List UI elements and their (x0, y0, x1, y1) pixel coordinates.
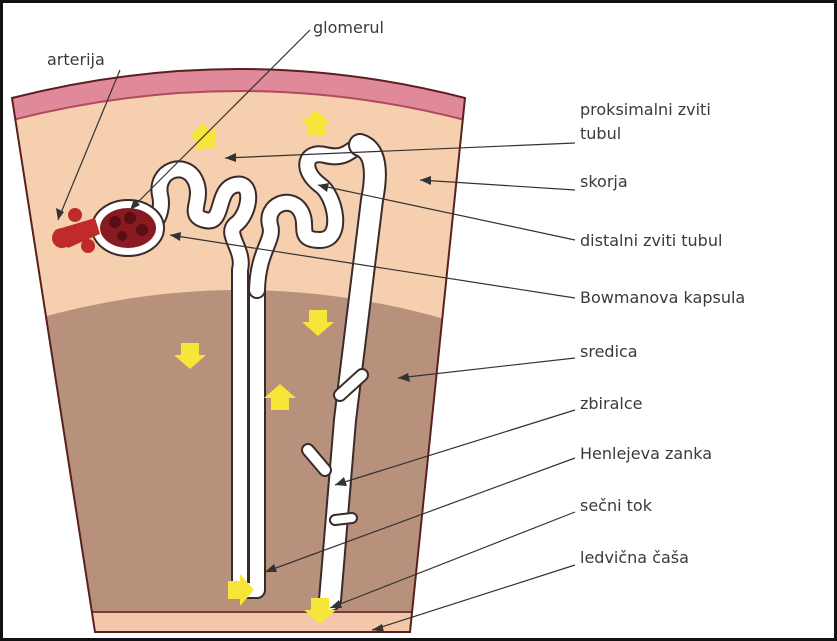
label-skorja: skorja (580, 172, 628, 192)
label-henle: Henlejeva zanka (580, 444, 712, 464)
calyx-region (0, 612, 837, 641)
label-proksimalni-line1: proksimalni zviti (580, 100, 711, 120)
label-glomerul: glomerul (313, 18, 384, 38)
label-bowman: Bowmanova kapsula (580, 288, 745, 308)
label-secni: sečni tok (580, 496, 652, 516)
label-proksimalni-line2: tubul (580, 124, 621, 144)
label-zbiralce: zbiralce (580, 394, 642, 414)
label-sredica: sredica (580, 342, 638, 362)
label-ledvicna: ledvična čaša (580, 548, 689, 568)
label-distalni: distalni zviti tubul (580, 231, 722, 251)
label-arterija: arterija (47, 50, 105, 70)
